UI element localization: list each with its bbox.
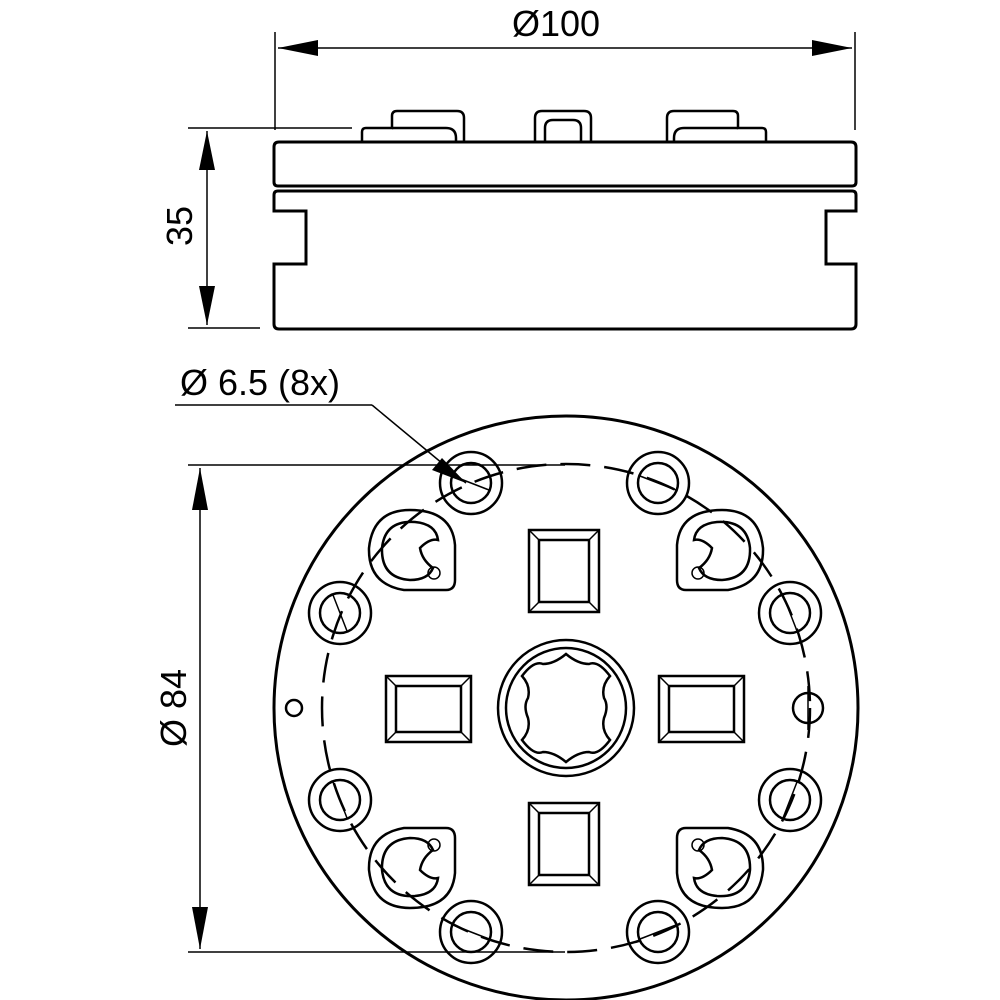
mounting-hole [757,767,823,833]
mounting-hole [625,899,691,965]
clamp-lobe [367,826,457,910]
rect-pocket-bottom [527,801,601,887]
mounting-hole [438,899,504,965]
side-body [272,140,858,331]
rect-pocket-top [527,528,601,614]
mounting-hole [307,580,373,646]
bolt-circle-centerline [320,462,812,954]
dim-label-top-width: Ø100 [512,3,600,44]
top-view: Ø 6.5 (8x) Ø 84 [153,362,860,1000]
rect-pocket-left [384,674,473,744]
dimension-bolt-circle: Ø 84 [153,464,565,953]
outer-disc [272,414,860,1000]
rect-pocket-right [657,674,746,744]
mounting-hole [438,450,504,516]
mounting-hole [757,580,823,646]
dimension-top-width: Ø100 [274,3,856,130]
dimension-height: 35 [159,127,352,329]
locating-hole-left [284,698,304,718]
side-top-features [360,109,768,142]
locating-hole-right [791,686,825,730]
center-socket [496,638,636,778]
rect-pockets [384,528,746,887]
dim-label-bolt-circle: Ø 84 [153,669,194,747]
clamp-lobe [367,508,457,592]
mounting-hole [307,767,373,833]
clamp-lobe [675,826,765,910]
clamp-lobe [675,508,765,592]
dim-label-hole: Ø 6.5 (8x) [180,362,340,403]
clamp-lobes [367,508,765,910]
side-view: Ø100 35 [159,3,858,331]
dim-label-height: 35 [159,206,200,246]
mounting-hole [625,450,691,516]
mounting-holes [307,450,823,965]
